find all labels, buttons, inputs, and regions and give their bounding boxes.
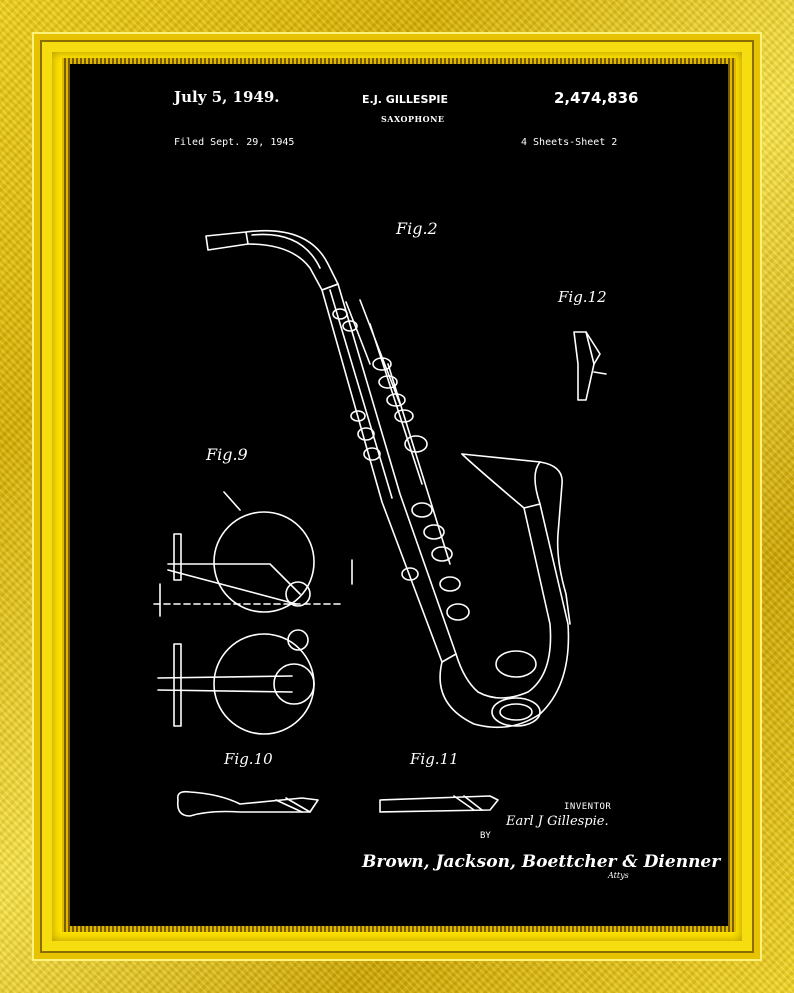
fig10-label: Fig.10 (223, 750, 273, 768)
fig12-label: Fig.12 (557, 288, 607, 306)
saxophone-neck (205, 229, 339, 291)
inventor-label: INVENTOR (564, 802, 612, 812)
fig12-drawing (573, 331, 607, 401)
fig9-drawing (153, 491, 353, 735)
fig11-label: Fig.11 (409, 750, 459, 768)
fig2-label: Fig.2 (395, 219, 438, 238)
filed-date: Filed Sept. 29, 1945 (174, 137, 295, 148)
saxophone-keys (332, 299, 470, 621)
sheet-count: 4 Sheets-Sheet 2 (521, 137, 618, 148)
fig9-label: Fig.9 (205, 445, 248, 464)
by-label: BY (480, 831, 491, 841)
patent-date: July 5, 1949. (174, 88, 280, 106)
patent-print: July 5, 1949. E.J. GILLESPIE 2,474,836 S… (70, 64, 728, 926)
inventor-name: E.J. GILLESPIE (362, 93, 449, 106)
patent-number: 2,474,836 (554, 89, 639, 107)
patent-subject: SAXOPHONE (381, 114, 445, 124)
attorneys-suffix: Attys (608, 871, 629, 880)
saxophone-body (321, 283, 571, 729)
patent-drawing: Fig.2 Fig.12 Fig.9 Fig.10 Fig.11 (153, 219, 607, 817)
attorneys-signature: Brown, Jackson, Boettcher & Dienner (362, 852, 721, 872)
fig10-drawing (176, 790, 319, 817)
fig11-drawing (379, 795, 499, 813)
inventor-signature: Earl J Gillespie. (506, 814, 609, 829)
